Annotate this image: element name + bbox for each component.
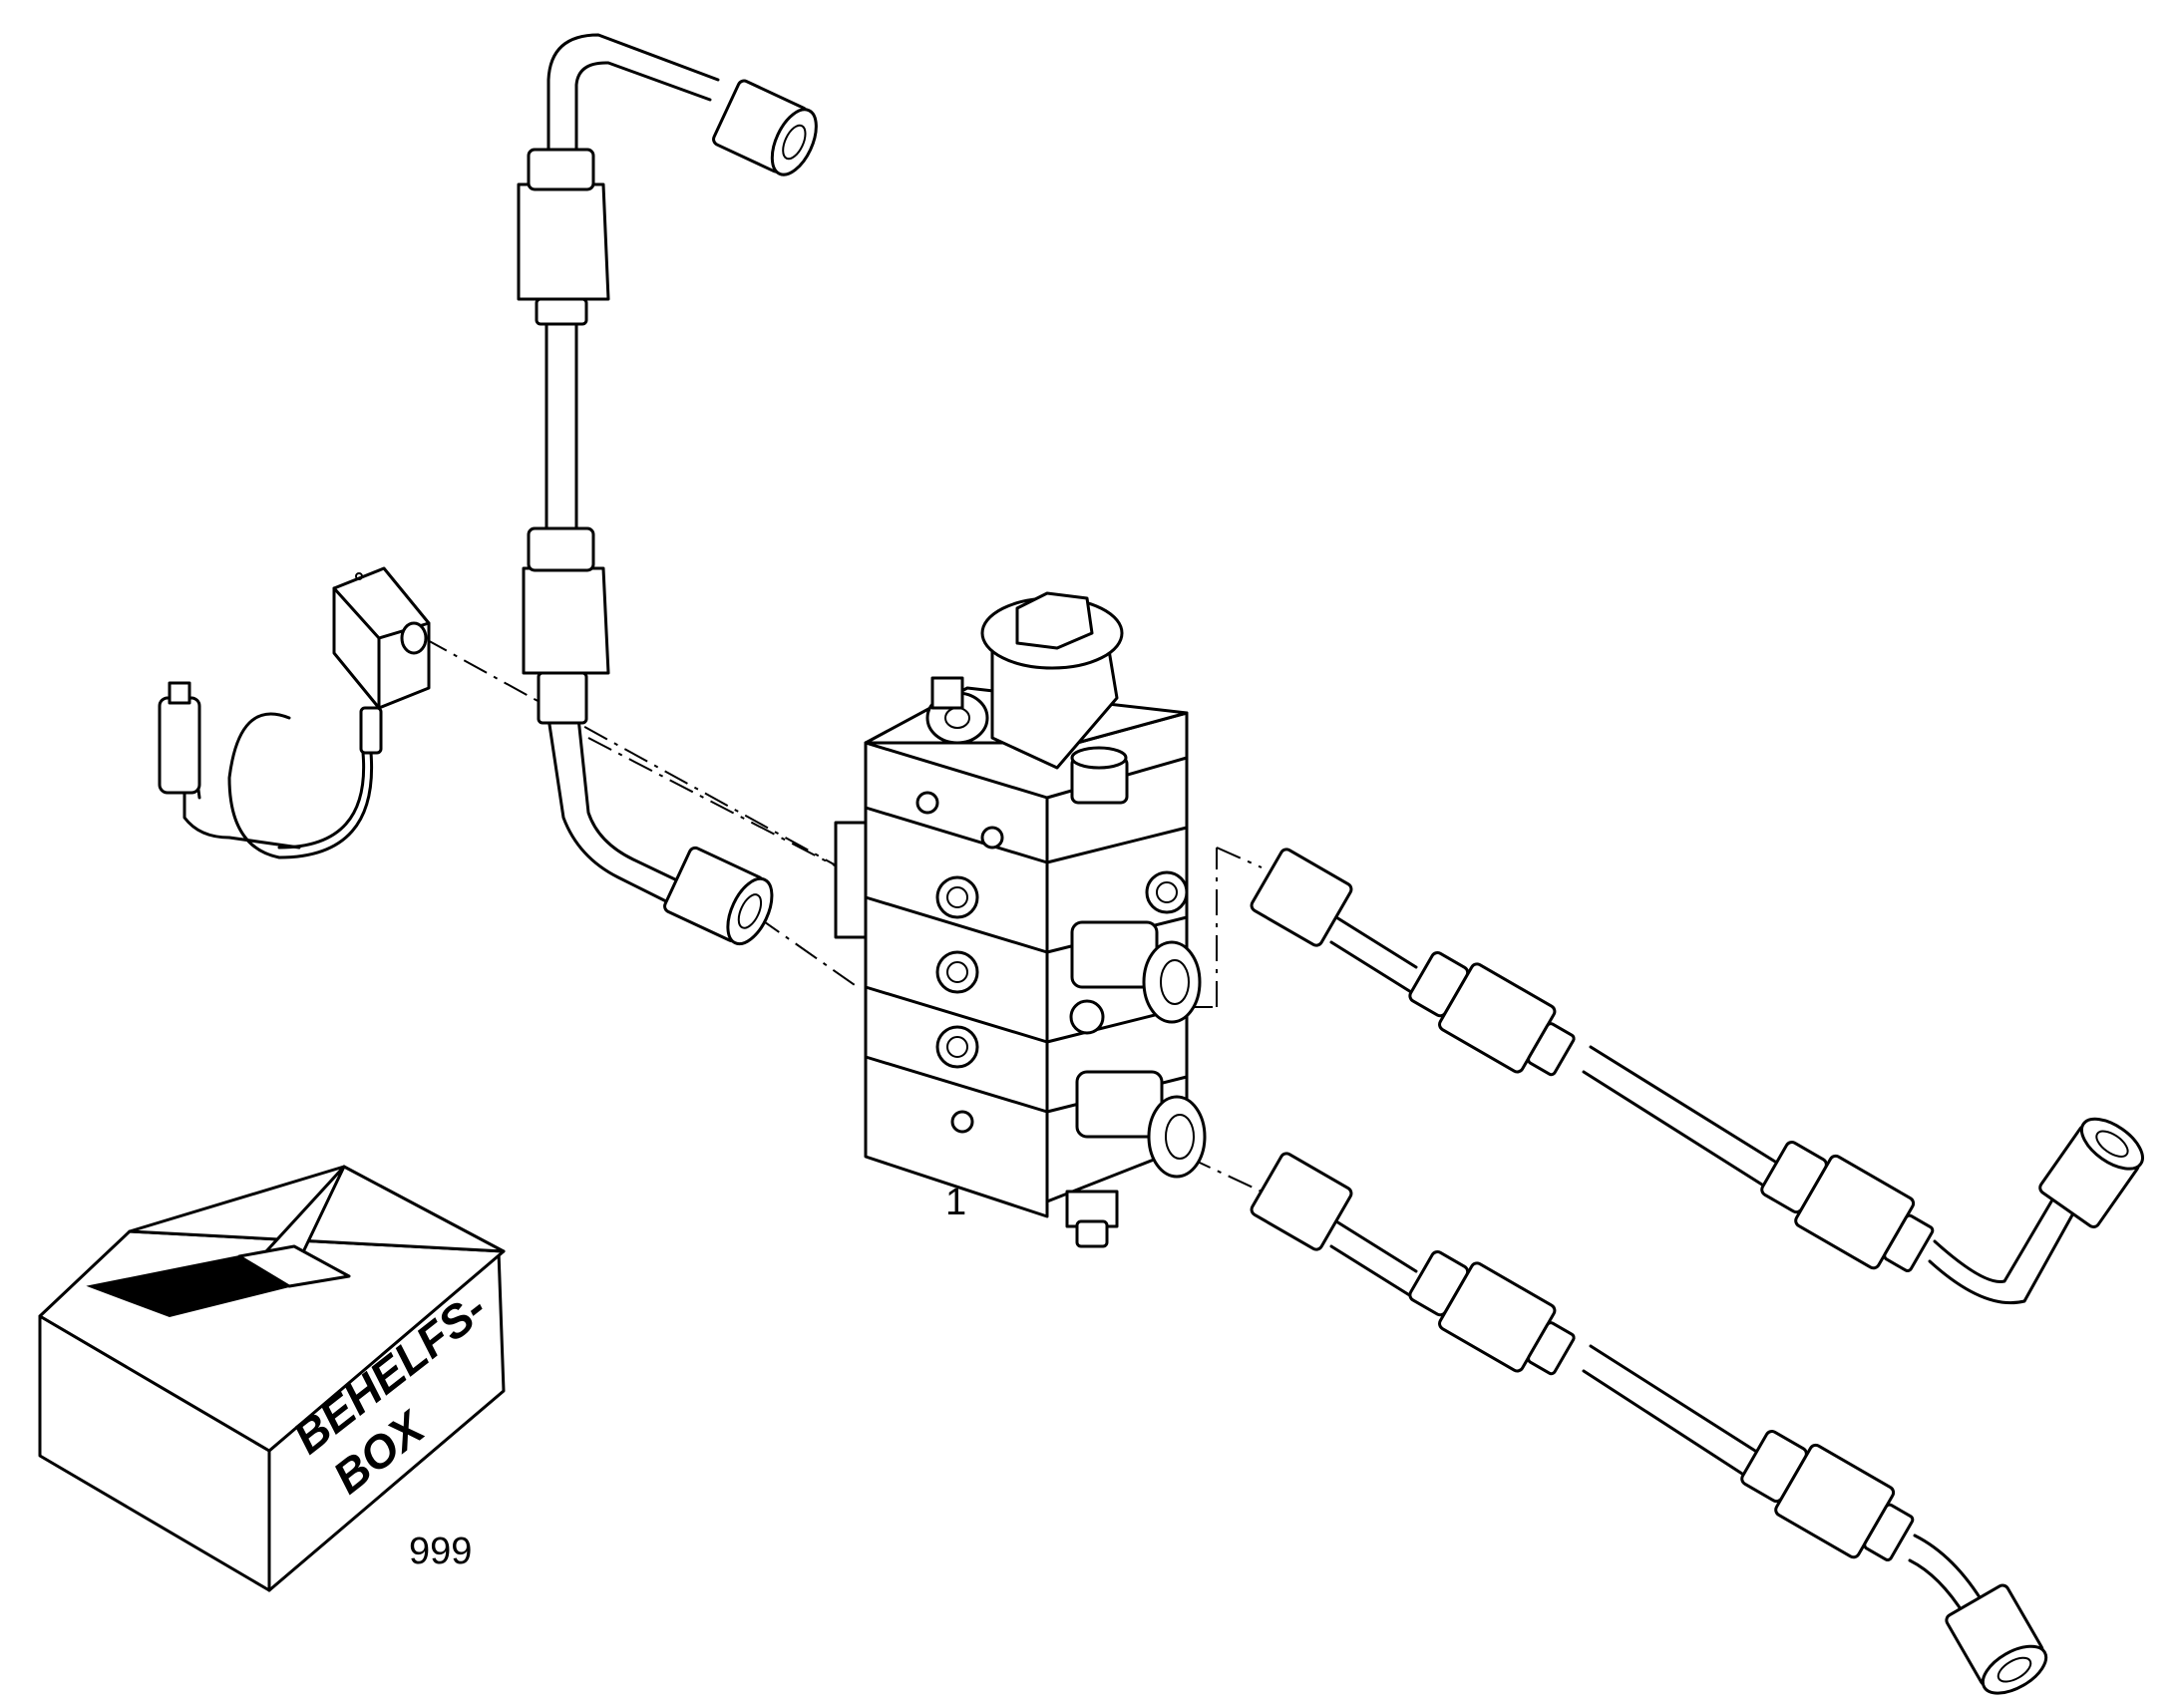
upper-pipe-assembly [517,33,818,946]
sensor-assembly [158,566,431,859]
callout-box: 999 [409,1531,472,1572]
callout-valve-block: 1 [945,1182,966,1223]
valve-block [834,591,1207,1248]
right-pipe-lower [1250,1152,2048,1695]
cardboard-box: BEHELFS- BOX [38,1165,506,1592]
right-pipe-upper [1250,848,2144,1305]
